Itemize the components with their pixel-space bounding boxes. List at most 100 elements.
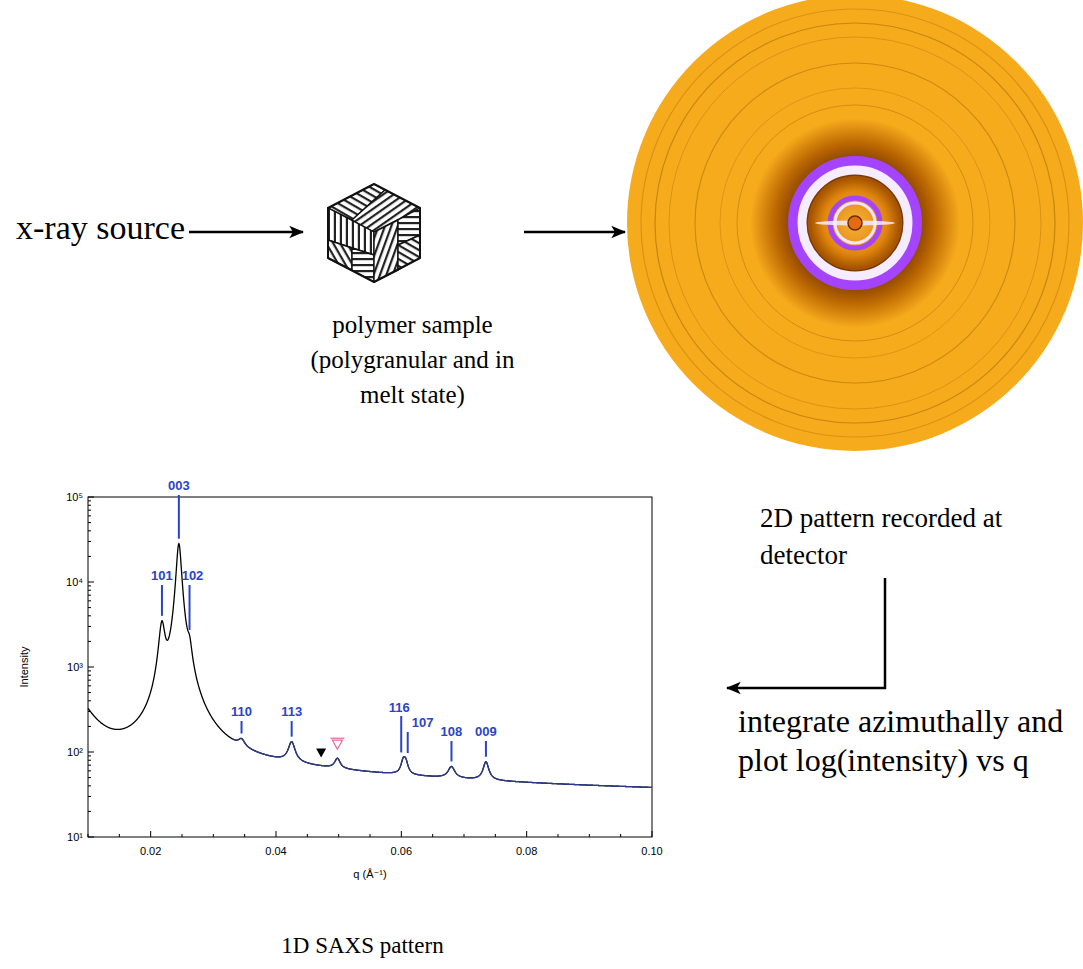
x-tick: [620, 834, 621, 837]
x-tick: [338, 834, 339, 837]
y-tick: [88, 760, 91, 761]
y-tick: [88, 755, 91, 756]
x-tick: [589, 834, 590, 837]
flow-arrow: [524, 231, 625, 234]
y-tick: [88, 752, 94, 753]
caption-text: x-ray source: [16, 208, 185, 248]
y-tick: [88, 777, 91, 778]
y-tick: [88, 667, 94, 668]
scattering-pattern: [627, 0, 1083, 451]
caption-text: 1D SAXS pattern: [0, 932, 725, 959]
y-tick: [88, 522, 91, 523]
y-tick: [88, 700, 91, 701]
y-tick: [88, 811, 91, 812]
y-tick: [88, 556, 91, 557]
x-tick: [244, 834, 245, 837]
x-tick: [495, 834, 496, 837]
tick-label: 10¹: [67, 831, 83, 844]
y-tick: [88, 675, 91, 676]
peak-tick: [241, 721, 243, 733]
tick-label: 10³: [67, 661, 83, 674]
source-label: x-ray source: [16, 208, 185, 248]
peak-tick: [291, 721, 293, 737]
x-tick: [432, 834, 433, 837]
x-tick: [150, 831, 151, 837]
x-tick: [213, 834, 214, 837]
y-tick: [88, 500, 91, 501]
y-tick: [88, 692, 91, 693]
plot-frame: [88, 497, 652, 837]
x-tick: [652, 831, 653, 837]
y-tick: [88, 505, 91, 506]
caption-text: 2D pattern recorded at detector: [760, 500, 1060, 574]
y-tick: [88, 680, 91, 681]
peak-tick: [161, 585, 163, 616]
peak-index: 113: [281, 705, 302, 719]
faint-ring: [720, 88, 990, 358]
tick-label: 10⁴: [66, 576, 83, 589]
tick-label: 10⁵: [66, 491, 83, 504]
faint-ring: [669, 37, 1041, 409]
y-tick: [88, 600, 91, 601]
axis-title: Intensity: [18, 647, 31, 688]
y-tick: [88, 530, 91, 531]
peak-tick: [178, 495, 180, 539]
y-tick: [88, 607, 91, 608]
faint-ring: [737, 105, 973, 341]
tick-label: 0.10: [641, 845, 662, 858]
white-ring: [802, 170, 908, 276]
y-tick: [88, 510, 91, 511]
peak-tick: [450, 741, 452, 761]
y-tick: [88, 515, 91, 516]
x-tick: [464, 834, 465, 837]
peak-tick: [485, 741, 487, 757]
x-tick: [370, 834, 371, 837]
peak-tick: [189, 585, 191, 630]
caption-text: polymer sample (polygranular and in melt…: [305, 307, 520, 412]
x-tick: [401, 831, 402, 837]
diffuse-halo: [750, 118, 960, 328]
x-tick: [88, 834, 89, 837]
y-tick: [88, 582, 94, 583]
grain: [374, 220, 398, 282]
x-tick: [182, 834, 183, 837]
sample-node: polymer sample (polygranular and in melt…: [305, 180, 520, 412]
axis-title: q (Å⁻¹): [353, 868, 386, 881]
y-tick: [88, 770, 91, 771]
peak-index: 102: [182, 569, 204, 583]
tick-label: 0.04: [265, 845, 286, 858]
y-tick: [88, 837, 94, 838]
purple-ring: [793, 161, 917, 285]
y-tick: [88, 585, 91, 586]
flow-arrow: [189, 231, 303, 234]
step-note: integrate azimuthally and plot log(inten…: [738, 702, 1078, 780]
faint-ring: [655, 23, 1055, 423]
detector-node: 2D pattern recorded at detector: [627, 0, 1083, 574]
y-tick: [88, 785, 91, 786]
peak-index: 116: [389, 701, 410, 715]
pattern-disc: [627, 0, 1083, 451]
cube-outline: [328, 184, 420, 282]
y-tick: [88, 641, 91, 642]
x-tick: [119, 834, 120, 837]
polymer-cube: [328, 184, 420, 282]
y-tick: [88, 765, 91, 766]
peak-marker-bar: [330, 738, 344, 739]
peak-tick: [407, 732, 409, 753]
y-tick: [88, 685, 91, 686]
x-tick: [558, 834, 559, 837]
peak-index: 110: [231, 705, 252, 719]
peak-index: 108: [441, 725, 463, 739]
intensity-curve: [88, 544, 652, 788]
y-tick: [88, 497, 94, 498]
dip-marker: [316, 748, 326, 757]
flow-arrow: [727, 578, 885, 688]
faint-ring: [641, 9, 1069, 437]
peak-index: 101: [151, 569, 173, 583]
y-tick: [88, 590, 91, 591]
peak-index: 003: [168, 479, 190, 493]
connector-layer: [189, 232, 885, 688]
